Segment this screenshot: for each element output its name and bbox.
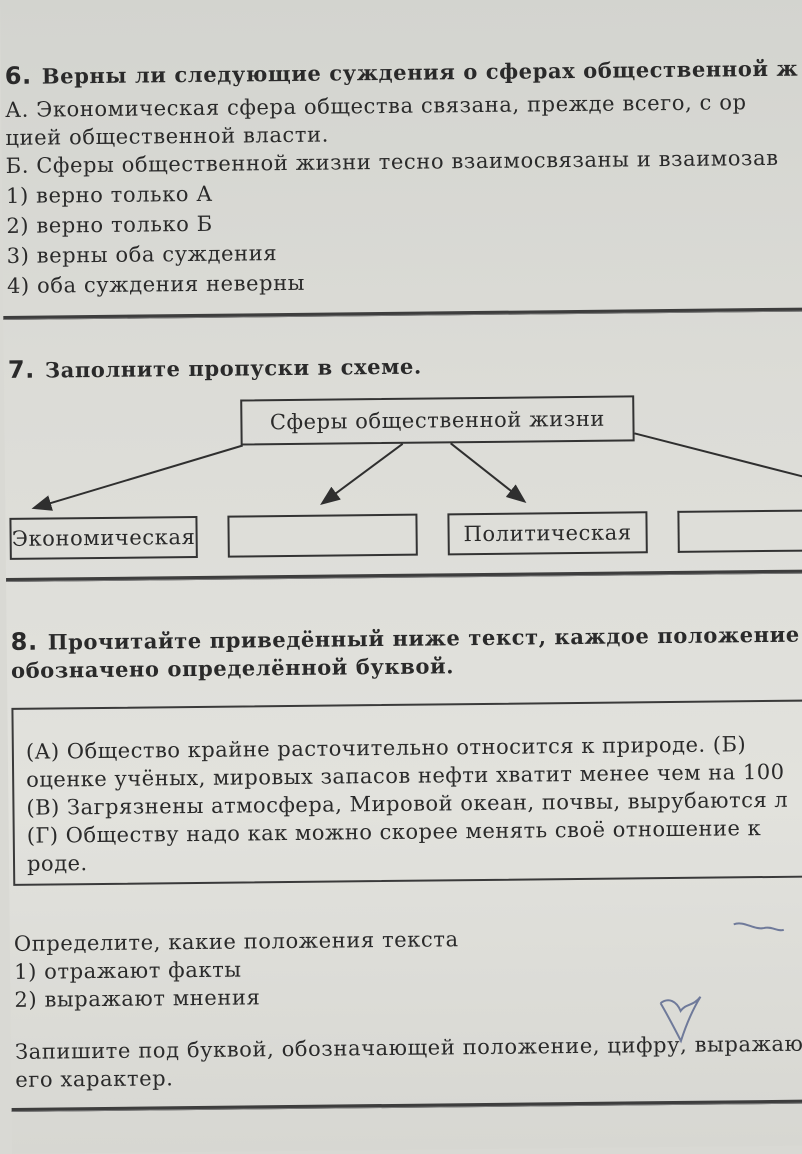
text-line-1: (А) Общество крайне расточительно относи… [25,732,747,764]
text-line-2: оценке учёных, мировых запасов нефти хва… [26,759,785,792]
text-line-4: (Г) Обществу надо как можно скорее менят… [26,816,762,848]
q8-task-cont: обозначено определённой буквой. [10,653,455,683]
arrow-to-blank-2 [634,432,802,479]
text-line-3: (В) Загрязнены атмосфера, Мировой океан,… [26,787,789,820]
q8-determine: Определите, какие положения текста [13,927,459,956]
scheme-arrows [31,432,802,511]
scheme-leaf-blank-2[interactable] [677,509,802,553]
arrow-to-political [450,442,527,504]
arrow-to-blank-1 [320,443,404,506]
arrow-to-economic [31,444,243,511]
q8-write-instruction-cont: его характер. [15,1066,174,1092]
q8-number: 8. [10,627,38,656]
pencil-scribble-mark [733,922,785,932]
text-line-5: роде. [26,851,88,876]
scheme-leaf-economic: Экономическая [9,515,198,560]
q8-task: 8. Прочитайте приведённый ниже текст, каж… [11,619,802,656]
scheme-leaf-political: Политическая [447,511,648,556]
q8-option-2: 2) выражают мнения [14,985,261,1012]
q8-option-1: 1) отражают факты [14,957,242,984]
section-divider [11,1099,802,1112]
q8-text-box: (А) Общество крайне расточительно относи… [11,699,802,886]
pencil-handwritten-mark [659,996,702,1044]
q8-task-text: Прочитайте приведённый ниже текст, каждо… [47,621,802,655]
scheme-leaf-blank-1[interactable] [227,513,418,558]
